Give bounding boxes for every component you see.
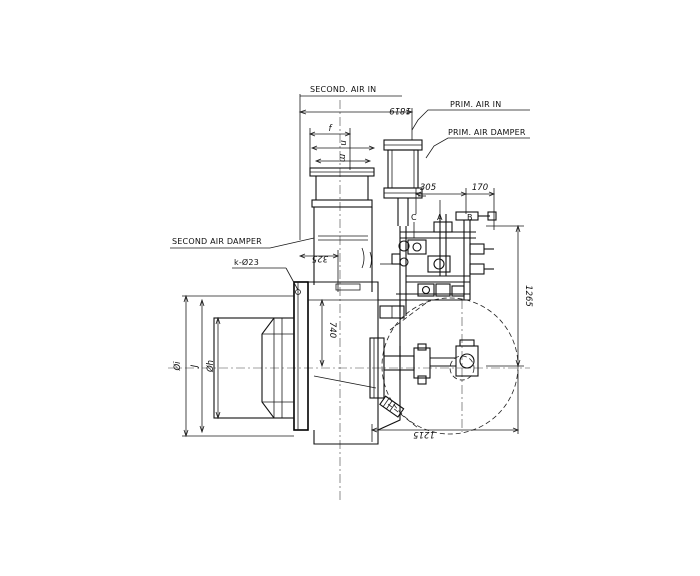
dim-170: 170 xyxy=(472,183,488,193)
dim-1215: 1215 xyxy=(413,429,435,439)
pump-motor xyxy=(379,339,479,418)
dim-740: 740 xyxy=(327,322,337,338)
secondary-air-duct xyxy=(309,167,375,292)
callout-c: C xyxy=(411,213,417,222)
label-prim-air-in: PRIM. AIR IN xyxy=(450,100,501,109)
label-leaders xyxy=(170,237,315,249)
dim-325: 325 xyxy=(312,253,328,263)
dimension-text: 1819 f n m 325 740 305 170 1265 1215 Øi … xyxy=(172,105,533,439)
dim-1265: 1265 xyxy=(523,285,533,307)
primary-air-inlet xyxy=(383,109,530,226)
callout-b: B xyxy=(467,213,473,222)
body-dimensions xyxy=(298,250,361,368)
label-bolt-holes: k-Ø23 xyxy=(234,257,259,267)
valve-train-dimensions xyxy=(414,188,496,230)
dim-phi-h: Øh xyxy=(205,360,216,373)
dim-n: n xyxy=(338,140,348,145)
label-second-air-in: SECOND. AIR IN xyxy=(310,85,376,94)
dim-305: 305 xyxy=(420,183,436,193)
second-air-inlet-dimensions xyxy=(298,94,414,240)
dim-f: f xyxy=(329,124,334,134)
dim-phi-i: Øi xyxy=(172,361,183,372)
text-labels: SECOND. AIR IN PRIM. AIR IN PRIM. AIR DA… xyxy=(172,85,526,267)
dim-1819: 1819 xyxy=(389,105,411,115)
dim-j: J xyxy=(190,364,200,369)
dim-m: m xyxy=(337,154,347,162)
callout-a: A xyxy=(437,213,443,222)
dimension-1265 xyxy=(486,224,524,368)
valve-train xyxy=(379,211,497,319)
label-second-air-damper: SECOND AIR DAMPER xyxy=(172,237,262,246)
label-prim-air-damper: PRIM. AIR DAMPER xyxy=(448,128,526,137)
dimension-1215 xyxy=(370,370,520,442)
callout-letters: C A B xyxy=(411,213,473,222)
burner-throat xyxy=(182,267,301,438)
